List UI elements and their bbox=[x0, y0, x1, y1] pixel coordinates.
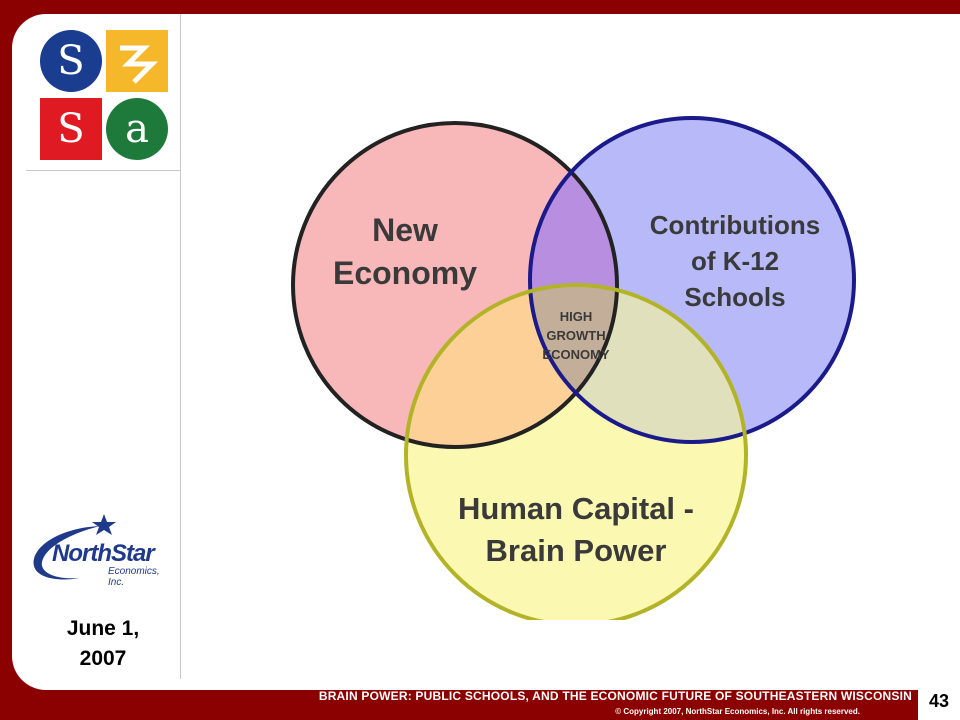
overlap-k12-human bbox=[530, 285, 746, 442]
overlap-new-human bbox=[406, 285, 617, 447]
circle-k12-outline bbox=[528, 116, 856, 444]
label-center-1: HIGH bbox=[560, 309, 593, 324]
page-number: 43 bbox=[918, 688, 960, 720]
logo-tile-red-s: S bbox=[40, 98, 102, 160]
logo-letter-s1: S bbox=[57, 38, 85, 84]
slide-date: June 1, 2007 bbox=[26, 614, 180, 674]
date-line-2: 2007 bbox=[79, 647, 127, 670]
label-center-2: GROWTH bbox=[546, 328, 605, 343]
label-new-economy-1: New bbox=[372, 212, 438, 248]
date-line-1: June 1, bbox=[66, 617, 140, 640]
label-k12-1: Contributions bbox=[650, 210, 820, 240]
logo-disc-icon bbox=[40, 30, 102, 92]
circle-human-outline bbox=[404, 283, 748, 620]
label-k12-3: Schools bbox=[684, 282, 785, 312]
sidebar-divider bbox=[180, 14, 181, 679]
label-human-capital-1: Human Capital - bbox=[458, 491, 694, 526]
footer-copyright: © Copyright 2007, NorthStar Economics, I… bbox=[615, 707, 860, 716]
logo-divider bbox=[26, 170, 181, 171]
label-k12-2: of K-12 bbox=[691, 246, 779, 276]
circle-new-economy-outline bbox=[291, 121, 619, 449]
northstar-sub: Economics, Inc. bbox=[108, 566, 160, 588]
ssa-logo: S S a bbox=[40, 30, 168, 160]
lightning-icon bbox=[120, 45, 159, 84]
label-new-economy-2: Economy bbox=[333, 255, 477, 291]
label-human-capital-2: Brain Power bbox=[486, 533, 667, 568]
logo-tile-green-a: a bbox=[106, 98, 168, 160]
logo-letter-a: a bbox=[125, 106, 149, 152]
label-center-3: ECONOMY bbox=[542, 347, 610, 362]
venn-diagram: New Economy Contributions of K-12 School… bbox=[291, 116, 856, 620]
logo-tile-blue-s: S bbox=[40, 30, 102, 92]
northstar-swoosh-icon bbox=[33, 514, 116, 580]
logo-letter-s2: S bbox=[57, 106, 85, 152]
footer-title: BRAIN POWER: PUBLIC SCHOOLS, AND THE ECO… bbox=[318, 689, 912, 703]
logo-disc-icon bbox=[106, 98, 168, 160]
logo-tile-lightning bbox=[106, 30, 168, 92]
northstar-logo: NorthStar Economics, Inc. bbox=[28, 512, 178, 592]
northstar-name: NorthStar bbox=[52, 540, 155, 567]
